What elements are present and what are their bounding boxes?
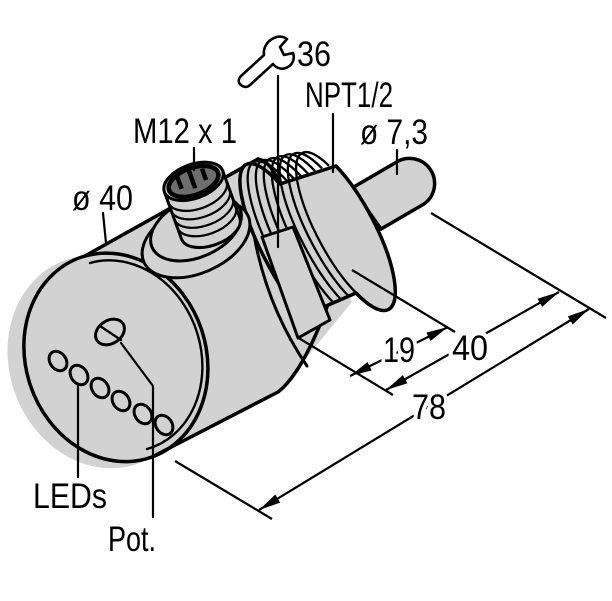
connector-barrel <box>162 160 242 249</box>
dim-line-78 <box>258 308 590 511</box>
connector-thread-rings <box>167 180 238 238</box>
face-right-rim <box>83 251 210 459</box>
label-leds: LEDs <box>33 477 107 516</box>
ext-line-thread-start <box>296 336 394 396</box>
leader-lines <box>76 74 399 519</box>
leader-pot <box>119 341 155 519</box>
label-pot: Pot. <box>108 520 156 559</box>
ext-line-tip-end <box>430 212 607 319</box>
dimensions <box>174 212 607 520</box>
potentiometer-slot <box>98 324 123 342</box>
text-labels: 36 NPT1/2 ø 7,3 M12 x 1 ø 40 19 40 78 LE… <box>33 35 493 559</box>
label-dim-19: 19 <box>383 331 415 370</box>
label-connector-thread: M12 x 1 <box>133 112 237 151</box>
label-tip-diameter: ø 7,3 <box>360 113 428 152</box>
face-details <box>47 317 175 437</box>
m12-connector <box>140 160 252 280</box>
connector-pins <box>175 167 209 190</box>
label-dim-78: 78 <box>412 388 446 427</box>
label-wrench-size: 36 <box>297 35 331 74</box>
probe-tip <box>350 156 437 231</box>
label-process-thread: NPT1/2 <box>305 76 393 115</box>
leader-body-diameter <box>101 211 108 245</box>
led-holes <box>47 349 175 437</box>
ext-line-body-back <box>174 460 273 520</box>
label-dim-40: 40 <box>452 329 488 368</box>
label-body-diameter: ø 40 <box>72 179 133 218</box>
face-left-rim <box>22 254 154 464</box>
face-bevel-arc <box>88 259 204 451</box>
wrench-icon <box>237 35 296 89</box>
